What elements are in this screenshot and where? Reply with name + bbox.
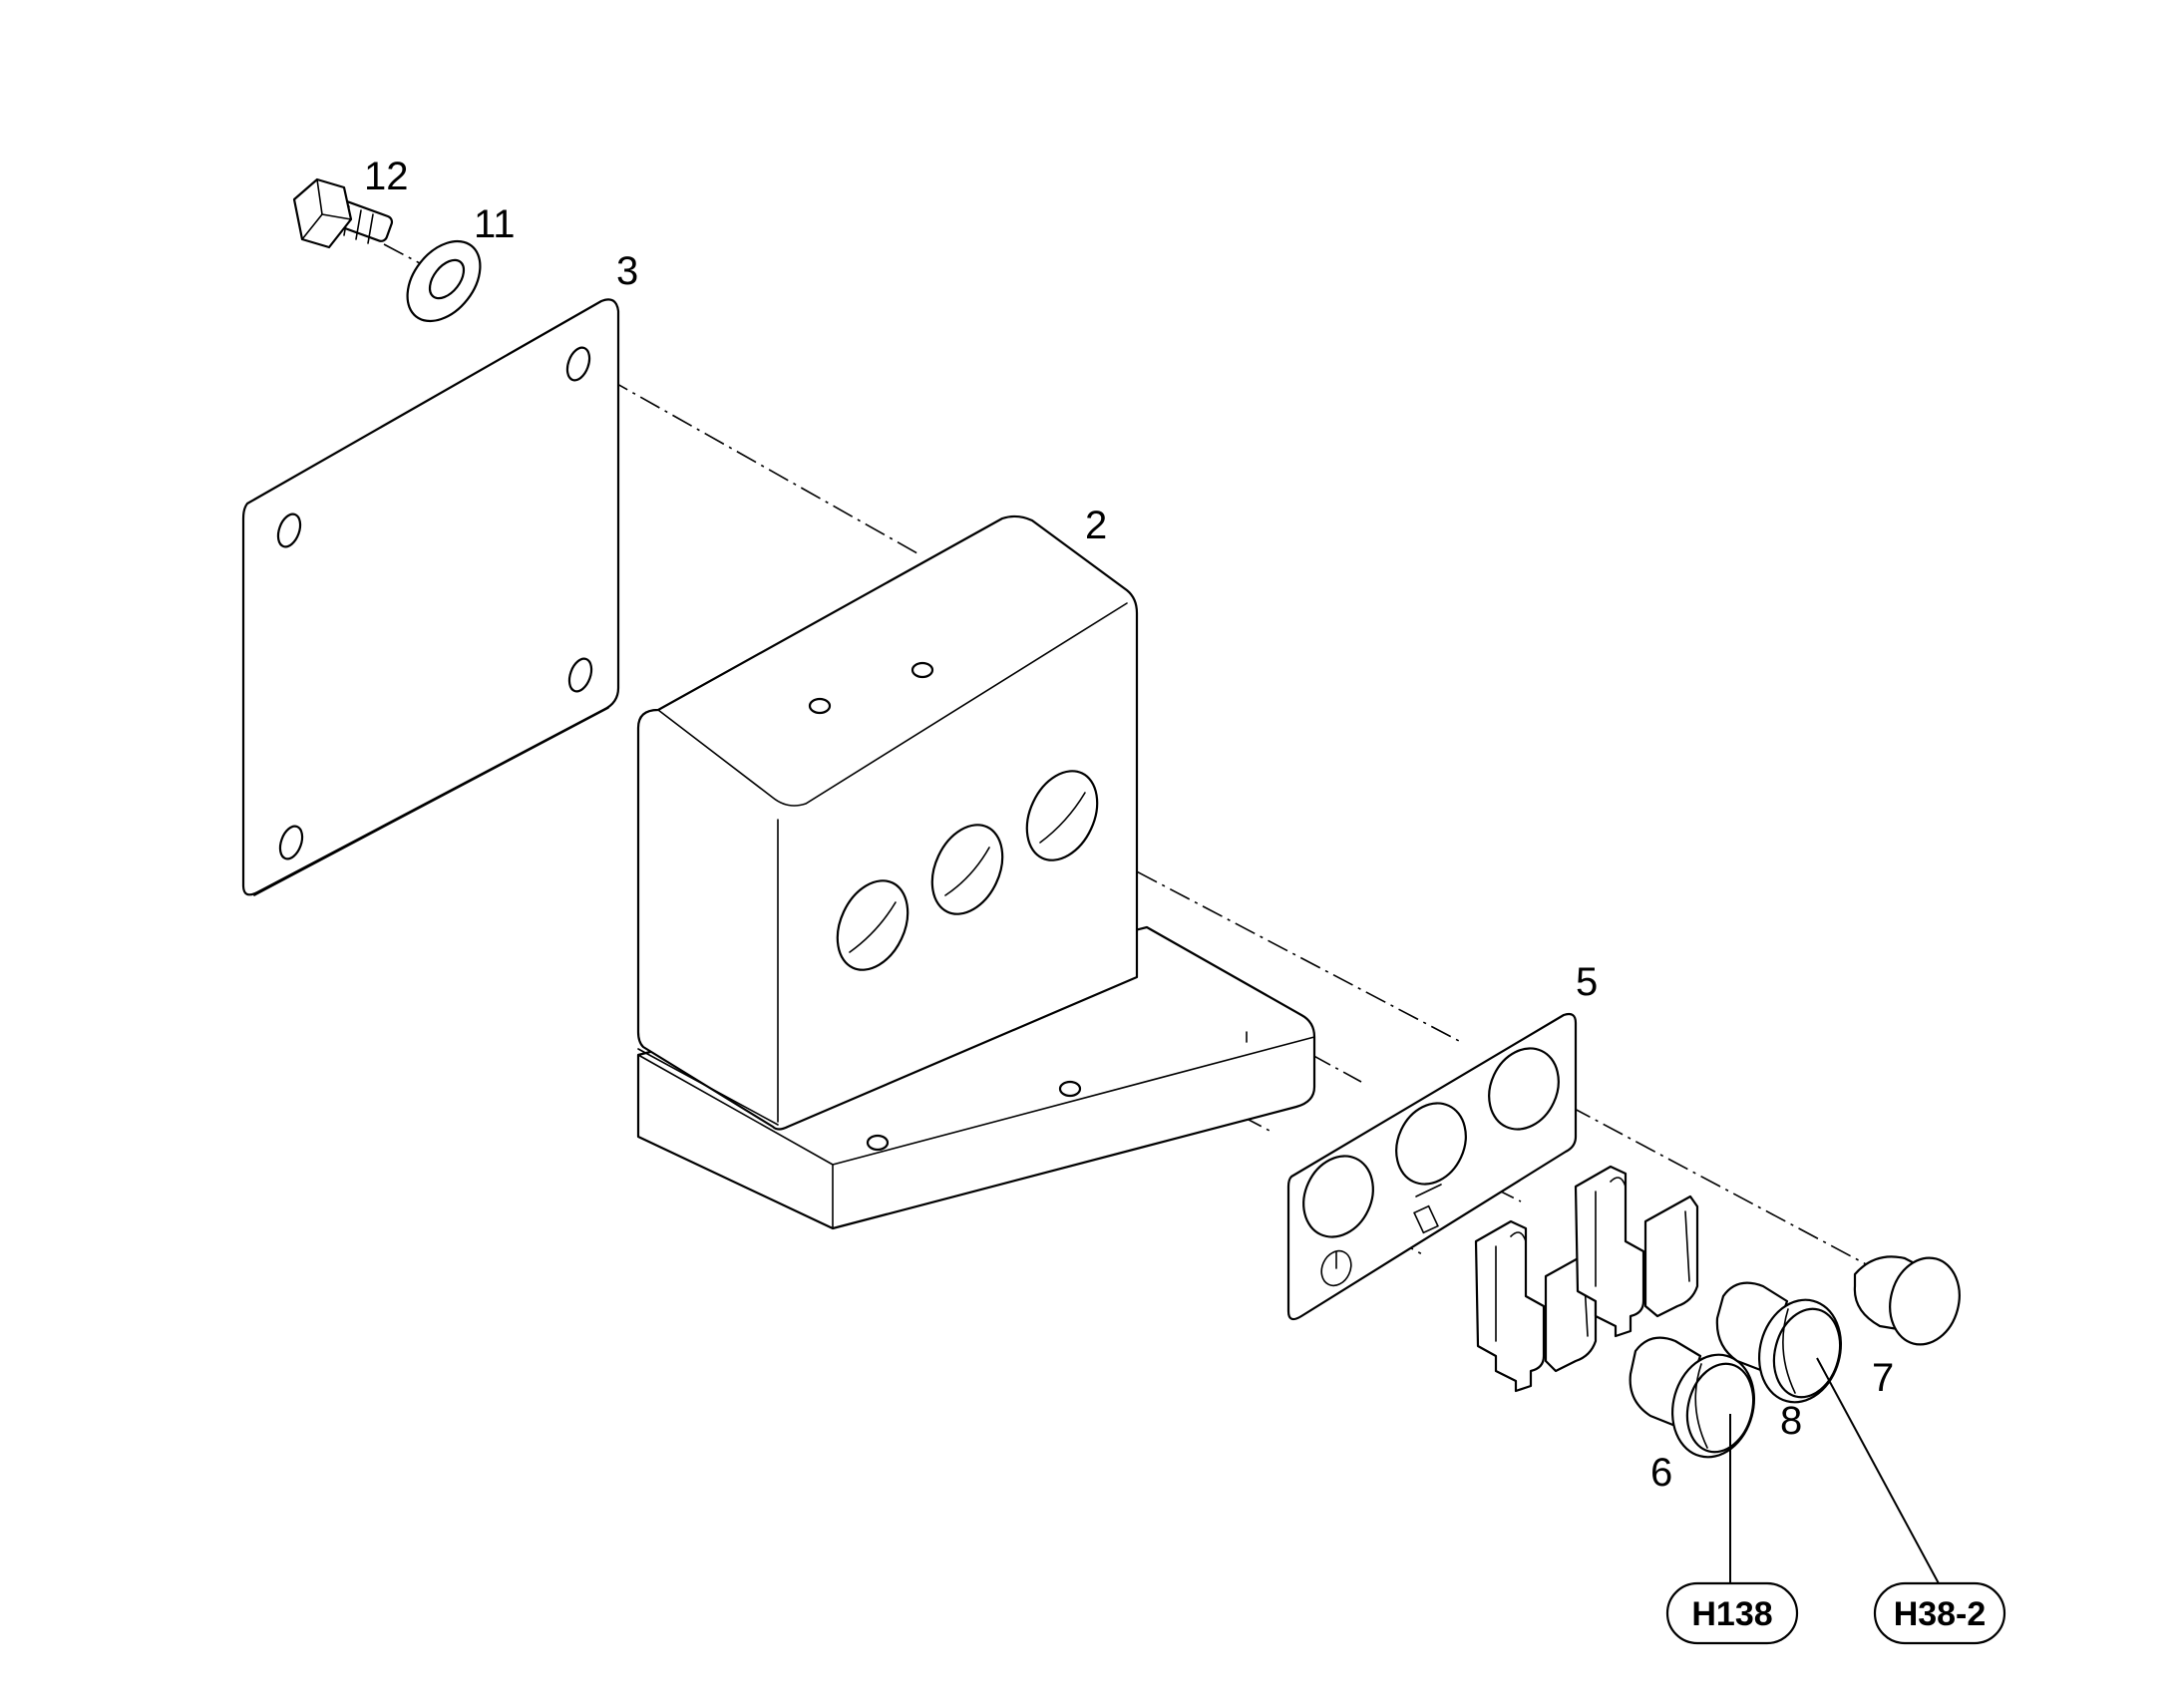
button-6-cap [1685,1362,1755,1454]
plate-hole-bottom-right [567,657,593,693]
box-mounting-bracket [636,925,1316,1230]
part-6-push-button [1629,1336,1756,1459]
contact-block-right [1574,1165,1699,1338]
tag-h38-2-label: H38-2 [1894,1595,1987,1633]
label-plate-hole-right [1488,1047,1560,1131]
label-plate-hole-middle [1395,1102,1467,1186]
part-8-push-button [1715,1281,1843,1404]
tag-h38-2: H38-2 [1873,1581,2006,1645]
box-top-hole-left [808,697,832,715]
plate-hole-top-left [276,512,302,548]
callout-2: 2 [1085,504,1107,547]
callout-8: 8 [1780,1399,1802,1443]
tag-h138-label: H138 [1691,1595,1772,1633]
plate-face [241,298,620,896]
box-top-hole-right [910,661,934,679]
cap-7-face [1889,1256,1961,1346]
callout-12: 12 [364,155,409,198]
bracket-hole-right [1058,1080,1082,1098]
part-3-mounting-plate [241,298,620,896]
tag-h138: H138 [1665,1581,1799,1645]
button-8-cap [1772,1307,1842,1399]
label-plate-hole-left [1302,1155,1374,1238]
centerline-plate-to-box [607,378,918,554]
part-11-washer [406,239,482,323]
callout-6: 6 [1650,1451,1672,1495]
centerline-to-cap-7 [1570,1106,1871,1267]
plate-hole-bottom-left [278,825,304,860]
box-front-hole-right [1025,770,1099,861]
bracket-hole-left [866,1134,890,1152]
plate-hole-top-right [565,346,591,382]
part-5-label-plate [1286,1012,1578,1321]
washer-hole [428,258,466,300]
part-2-control-box [636,514,1316,1230]
contact-block-left [1474,1219,1598,1393]
callout-11: 11 [474,202,516,246]
part-7-blanking-cap [1853,1255,1961,1346]
callout-7: 7 [1872,1356,1894,1400]
callout-3: 3 [616,249,638,293]
leader-to-h38-2 [1816,1357,1941,1586]
power-symbol-icon [1320,1249,1352,1287]
callout-5: 5 [1576,960,1598,1004]
part-12-hex-bolt [292,177,394,249]
reset-symbol-icon [1413,1184,1442,1234]
